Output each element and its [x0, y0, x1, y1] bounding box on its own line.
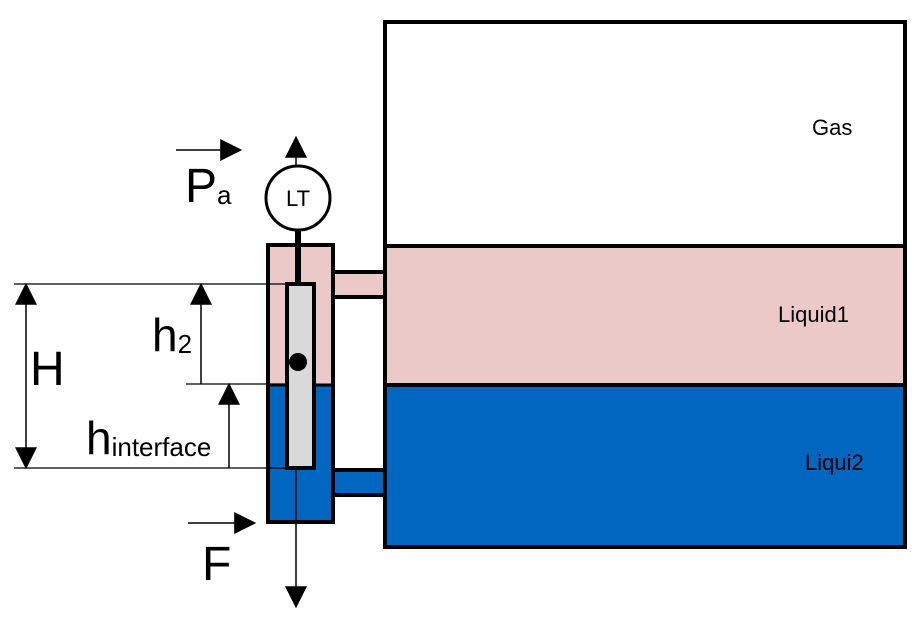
hinterface-label: hinterface [86, 412, 211, 464]
liquid2-label: Liqui2 [805, 450, 864, 475]
lower-nozzle [331, 468, 387, 497]
h2-main: h [152, 309, 178, 361]
tank-liquid2-zone [385, 385, 905, 547]
level-transmitter: LT [264, 164, 332, 232]
force-label: F [202, 538, 231, 591]
hinterface-main: h [86, 412, 112, 464]
upper-nozzle [331, 270, 387, 299]
pressure-sub: a [217, 180, 232, 210]
liquid1-label: Liquid1 [778, 302, 849, 327]
h2-sub: 2 [178, 329, 192, 359]
transmitter-label: LT [286, 186, 310, 211]
float-marker-dot [289, 353, 307, 371]
transmitter-circle [264, 164, 332, 232]
pressure-main: P [185, 160, 217, 213]
hinterface-sub: interface [112, 432, 212, 462]
tank-liquid1-zone [385, 246, 905, 385]
gas-label: Gas [812, 115, 852, 140]
total-height-label: H [30, 343, 65, 396]
float [285, 230, 316, 470]
tank-gas-zone [385, 22, 905, 246]
nozzles [331, 270, 387, 497]
h2-label: h2 [152, 309, 192, 361]
float-body [285, 282, 316, 470]
dimension-guides [14, 283, 300, 469]
pressure-label: Pa [185, 160, 232, 213]
